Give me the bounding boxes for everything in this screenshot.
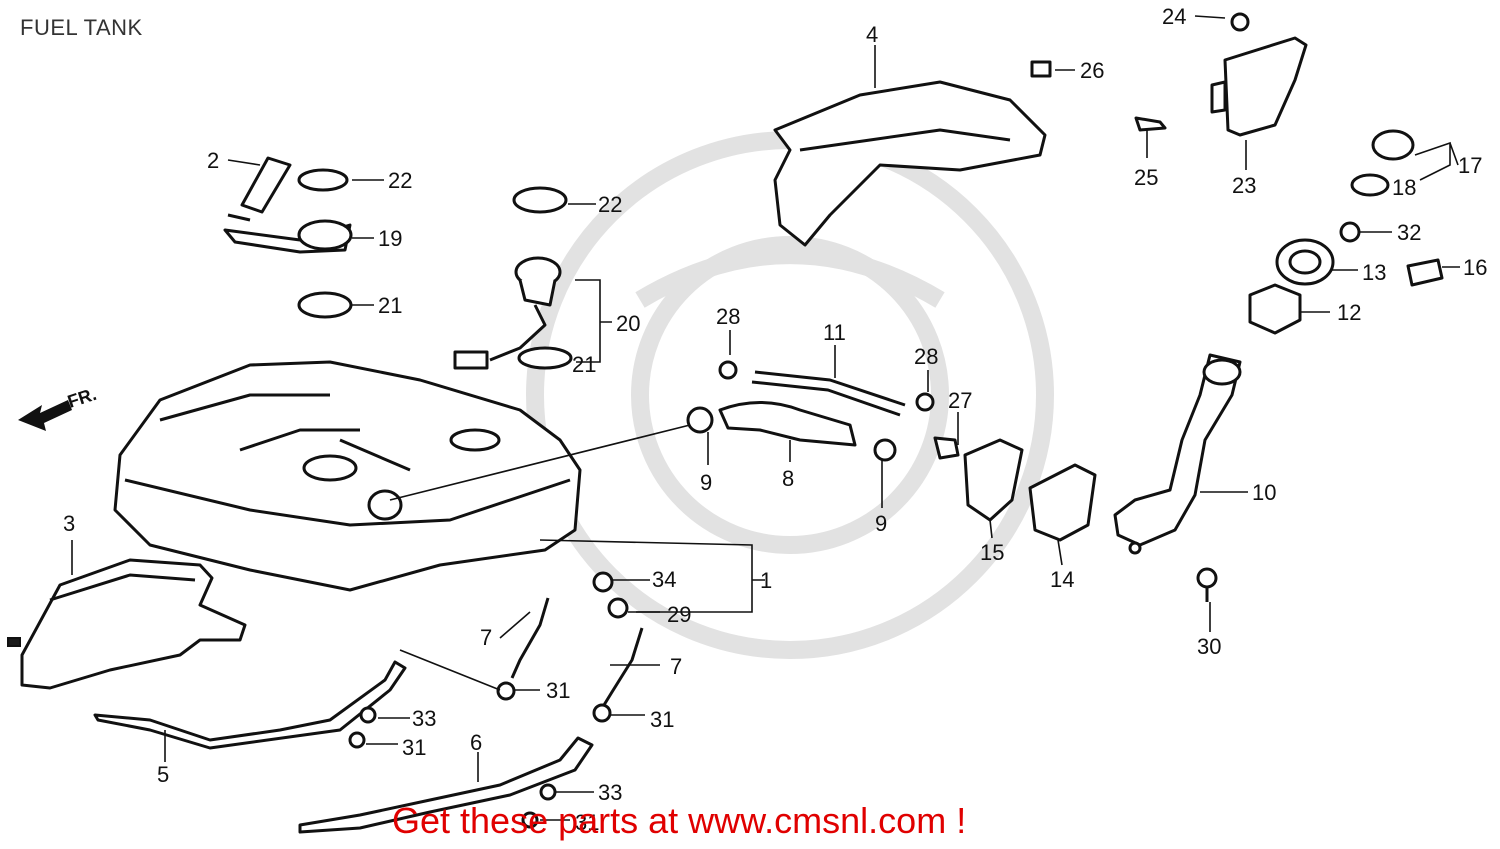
callout-5: 5	[157, 762, 169, 787]
callout-20: 20	[616, 311, 640, 336]
filler-gasket-part	[963, 438, 1024, 522]
callout-22-right: 22	[598, 192, 622, 217]
callout-28-right: 28	[914, 344, 938, 369]
shop-link-banner[interactable]: Get these parts at www.cmsnl.com !	[392, 800, 967, 841]
callout-24: 24	[1162, 4, 1186, 29]
drain-hose-right	[602, 627, 644, 706]
callout-33-a: 33	[412, 706, 436, 731]
callout-18: 18	[1392, 175, 1416, 200]
callout-2: 2	[207, 148, 219, 173]
tank-strap-rear	[298, 736, 594, 834]
callout-31-b: 31	[650, 707, 674, 732]
tank-protector-part	[773, 80, 1047, 247]
callout-27: 27	[948, 388, 972, 413]
callout-14: 14	[1050, 567, 1074, 592]
callout-17: 17	[1458, 153, 1482, 178]
callout-10: 10	[1252, 480, 1276, 505]
callout-19: 19	[378, 226, 402, 251]
callout-26: 26	[1080, 58, 1104, 83]
filler-hose-part	[686, 360, 935, 462]
part-number-callouts: 1 2 3 4 5 6 7 7 8 9 9 10 11 12 13 14 15 …	[63, 4, 1487, 835]
callout-7-right: 7	[670, 654, 682, 679]
callout-12: 12	[1337, 300, 1361, 325]
hardware-nuts	[348, 12, 1361, 829]
callout-34: 34	[652, 567, 676, 592]
fuel-tank-part	[113, 360, 582, 592]
callout-7-left: 7	[480, 625, 492, 650]
callout-28-left: 28	[716, 304, 740, 329]
callout-31-d: 31	[575, 810, 599, 835]
callout-23: 23	[1232, 173, 1256, 198]
callout-21-top: 21	[378, 293, 402, 318]
fuel-pump-part	[453, 256, 562, 370]
callout-32: 32	[1397, 220, 1421, 245]
callout-9-left: 9	[700, 470, 712, 495]
leader-lines	[71, 15, 1460, 821]
fuel-gauge-unit-part	[223, 156, 573, 370]
front-direction-label: FR.	[65, 384, 99, 412]
callout-15: 15	[980, 540, 1004, 565]
callout-8: 8	[782, 466, 794, 491]
callout-31-a: 31	[546, 678, 570, 703]
drain-hose-left	[510, 597, 550, 679]
filler-neck-part	[1113, 353, 1242, 555]
callout-29: 29	[667, 602, 691, 627]
callout-6: 6	[470, 730, 482, 755]
callout-4: 4	[866, 22, 878, 47]
callout-21-bottom: 21	[572, 352, 596, 377]
callout-33-b: 33	[598, 780, 622, 805]
filler-plate-part	[1028, 463, 1097, 542]
callout-31-c: 31	[402, 735, 426, 760]
callout-11: 11	[823, 320, 846, 345]
callout-16: 16	[1463, 255, 1487, 280]
callout-9-right: 9	[875, 511, 887, 536]
tank-strap-front	[93, 660, 407, 750]
bolt-27	[933, 436, 960, 460]
callout-30: 30	[1197, 634, 1221, 659]
heat-shield-part	[7, 558, 247, 690]
page-title: FUEL TANK	[20, 15, 143, 40]
callout-1: 1	[760, 568, 772, 593]
callout-22-left: 22	[388, 168, 412, 193]
filler-cap-assembly	[1030, 36, 1444, 335]
front-direction-arrow: FR.	[18, 384, 99, 431]
callout-13: 13	[1362, 260, 1386, 285]
callout-3: 3	[63, 511, 75, 536]
callout-25: 25	[1134, 165, 1158, 190]
